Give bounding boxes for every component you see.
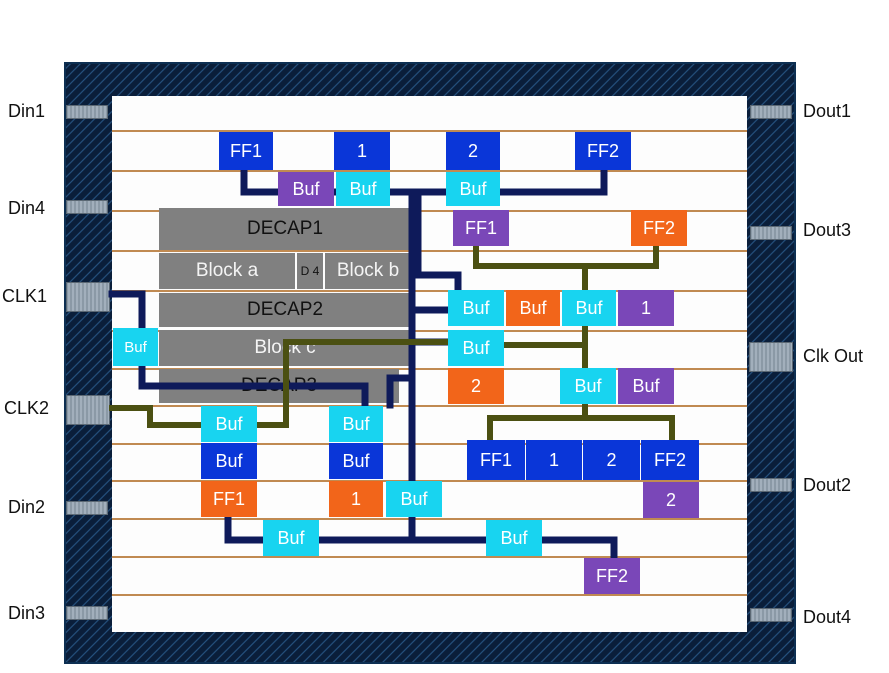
cell-1-row: 1	[526, 440, 582, 480]
data-net-top	[240, 166, 608, 196]
buf-bottom-2: Buf	[486, 520, 542, 556]
cell-2-orange-mid: 2	[448, 368, 504, 404]
buf-mid-4: Buf	[560, 368, 616, 404]
pin-label-dout1: Dout1	[803, 101, 852, 121]
pad-clk-out	[749, 342, 793, 372]
buf-purple-mid: Buf	[618, 368, 674, 404]
buf-top-a: Buf	[336, 172, 390, 206]
cell-row	[112, 250, 747, 252]
cell-1-orange-bottom: 1	[329, 481, 383, 517]
buf-orange-mid: Buf	[506, 290, 560, 326]
pin-label-dout3: Dout3	[803, 220, 852, 240]
cell-1-top: 1	[334, 132, 390, 170]
ff2-row-cell: FF2	[641, 440, 699, 480]
cell-row	[112, 130, 747, 132]
buf-mid-1: Buf	[448, 290, 504, 326]
pin-label-dout2: Dout2	[803, 475, 852, 495]
pad-din4	[66, 200, 108, 214]
pin-label-din3: Din3	[8, 603, 46, 623]
cell-1-purple-mid: 1	[618, 290, 674, 326]
clk1-net	[108, 290, 369, 409]
macro-block-b: Block b	[325, 253, 411, 289]
pad-dout2	[750, 478, 792, 492]
pad-din3	[66, 606, 108, 620]
clock-net-right-row	[487, 397, 675, 443]
ff2-top-cell: FF2	[575, 132, 631, 170]
cell-row	[112, 443, 747, 445]
pin-label-dout4: Dout4	[803, 607, 852, 627]
pad-dout1	[750, 105, 792, 119]
macro-decap1: DECAP1	[159, 208, 411, 250]
buf-bottom-1: Buf	[263, 520, 319, 556]
clock-net-right-mid	[500, 324, 588, 373]
cell-row	[112, 210, 747, 212]
buf-center-2: Buf	[329, 443, 383, 479]
pad-din2	[66, 501, 108, 515]
buf-center-1: Buf	[329, 406, 383, 442]
clock-net-right-top	[473, 242, 659, 293]
ff2-purple-bottom: FF2	[584, 558, 640, 594]
clk2-net	[109, 405, 233, 428]
buf-center-3: Buf	[386, 481, 442, 517]
ff1-row-cell: FF1	[467, 440, 525, 480]
buf-lower-left-1: Buf	[201, 406, 257, 442]
pin-label-clk2: CLK2	[4, 398, 50, 418]
data-net-mid	[408, 306, 454, 346]
buf-purple-top: Buf	[278, 172, 334, 206]
ff1-purple-cell: FF1	[453, 210, 509, 246]
macro-decap2: DECAP2	[159, 293, 411, 327]
cell-row	[112, 518, 747, 520]
cell-2-row: 2	[583, 440, 640, 480]
ff2-orange-cell: FF2	[631, 210, 687, 246]
pin-label-din2: Din2	[8, 497, 46, 517]
pin-label-din1: Din1	[8, 101, 46, 121]
pad-dout4	[750, 608, 792, 622]
pad-clk1	[66, 282, 110, 312]
buf-mid-3: Buf	[448, 330, 504, 366]
buf-left-cell: Buf	[113, 328, 158, 366]
cell-row	[112, 556, 747, 558]
clock-net-block-c	[227, 339, 453, 428]
cell-row	[112, 330, 747, 332]
cell-row	[112, 368, 747, 370]
cell-row	[112, 594, 747, 596]
macro-d4: D 4	[297, 253, 323, 289]
pad-clk2	[66, 395, 110, 425]
data-net-bottom	[224, 514, 618, 564]
buf-lower-left-2: Buf	[201, 443, 257, 479]
buf-mid-2: Buf	[562, 290, 616, 326]
cell-row	[112, 170, 747, 172]
buf-top-b: Buf	[446, 172, 500, 206]
pad-din1	[66, 105, 108, 119]
macro-block-a: Block a	[159, 253, 295, 289]
cell-row	[112, 290, 747, 292]
cell-2-purple-bottom: 2	[643, 482, 699, 518]
pad-dout3	[750, 226, 792, 240]
data-net-c	[386, 374, 416, 409]
ff1-orange-bottom: FF1	[201, 481, 257, 517]
pin-label-din4: Din4	[8, 198, 46, 218]
pin-label-clk1: CLK1	[2, 286, 48, 306]
cell-row	[112, 405, 747, 407]
cell-2-top: 2	[446, 132, 500, 170]
pin-label-clk-out: Clk Out	[803, 346, 864, 366]
ff1-top-cell: FF1	[219, 132, 273, 170]
